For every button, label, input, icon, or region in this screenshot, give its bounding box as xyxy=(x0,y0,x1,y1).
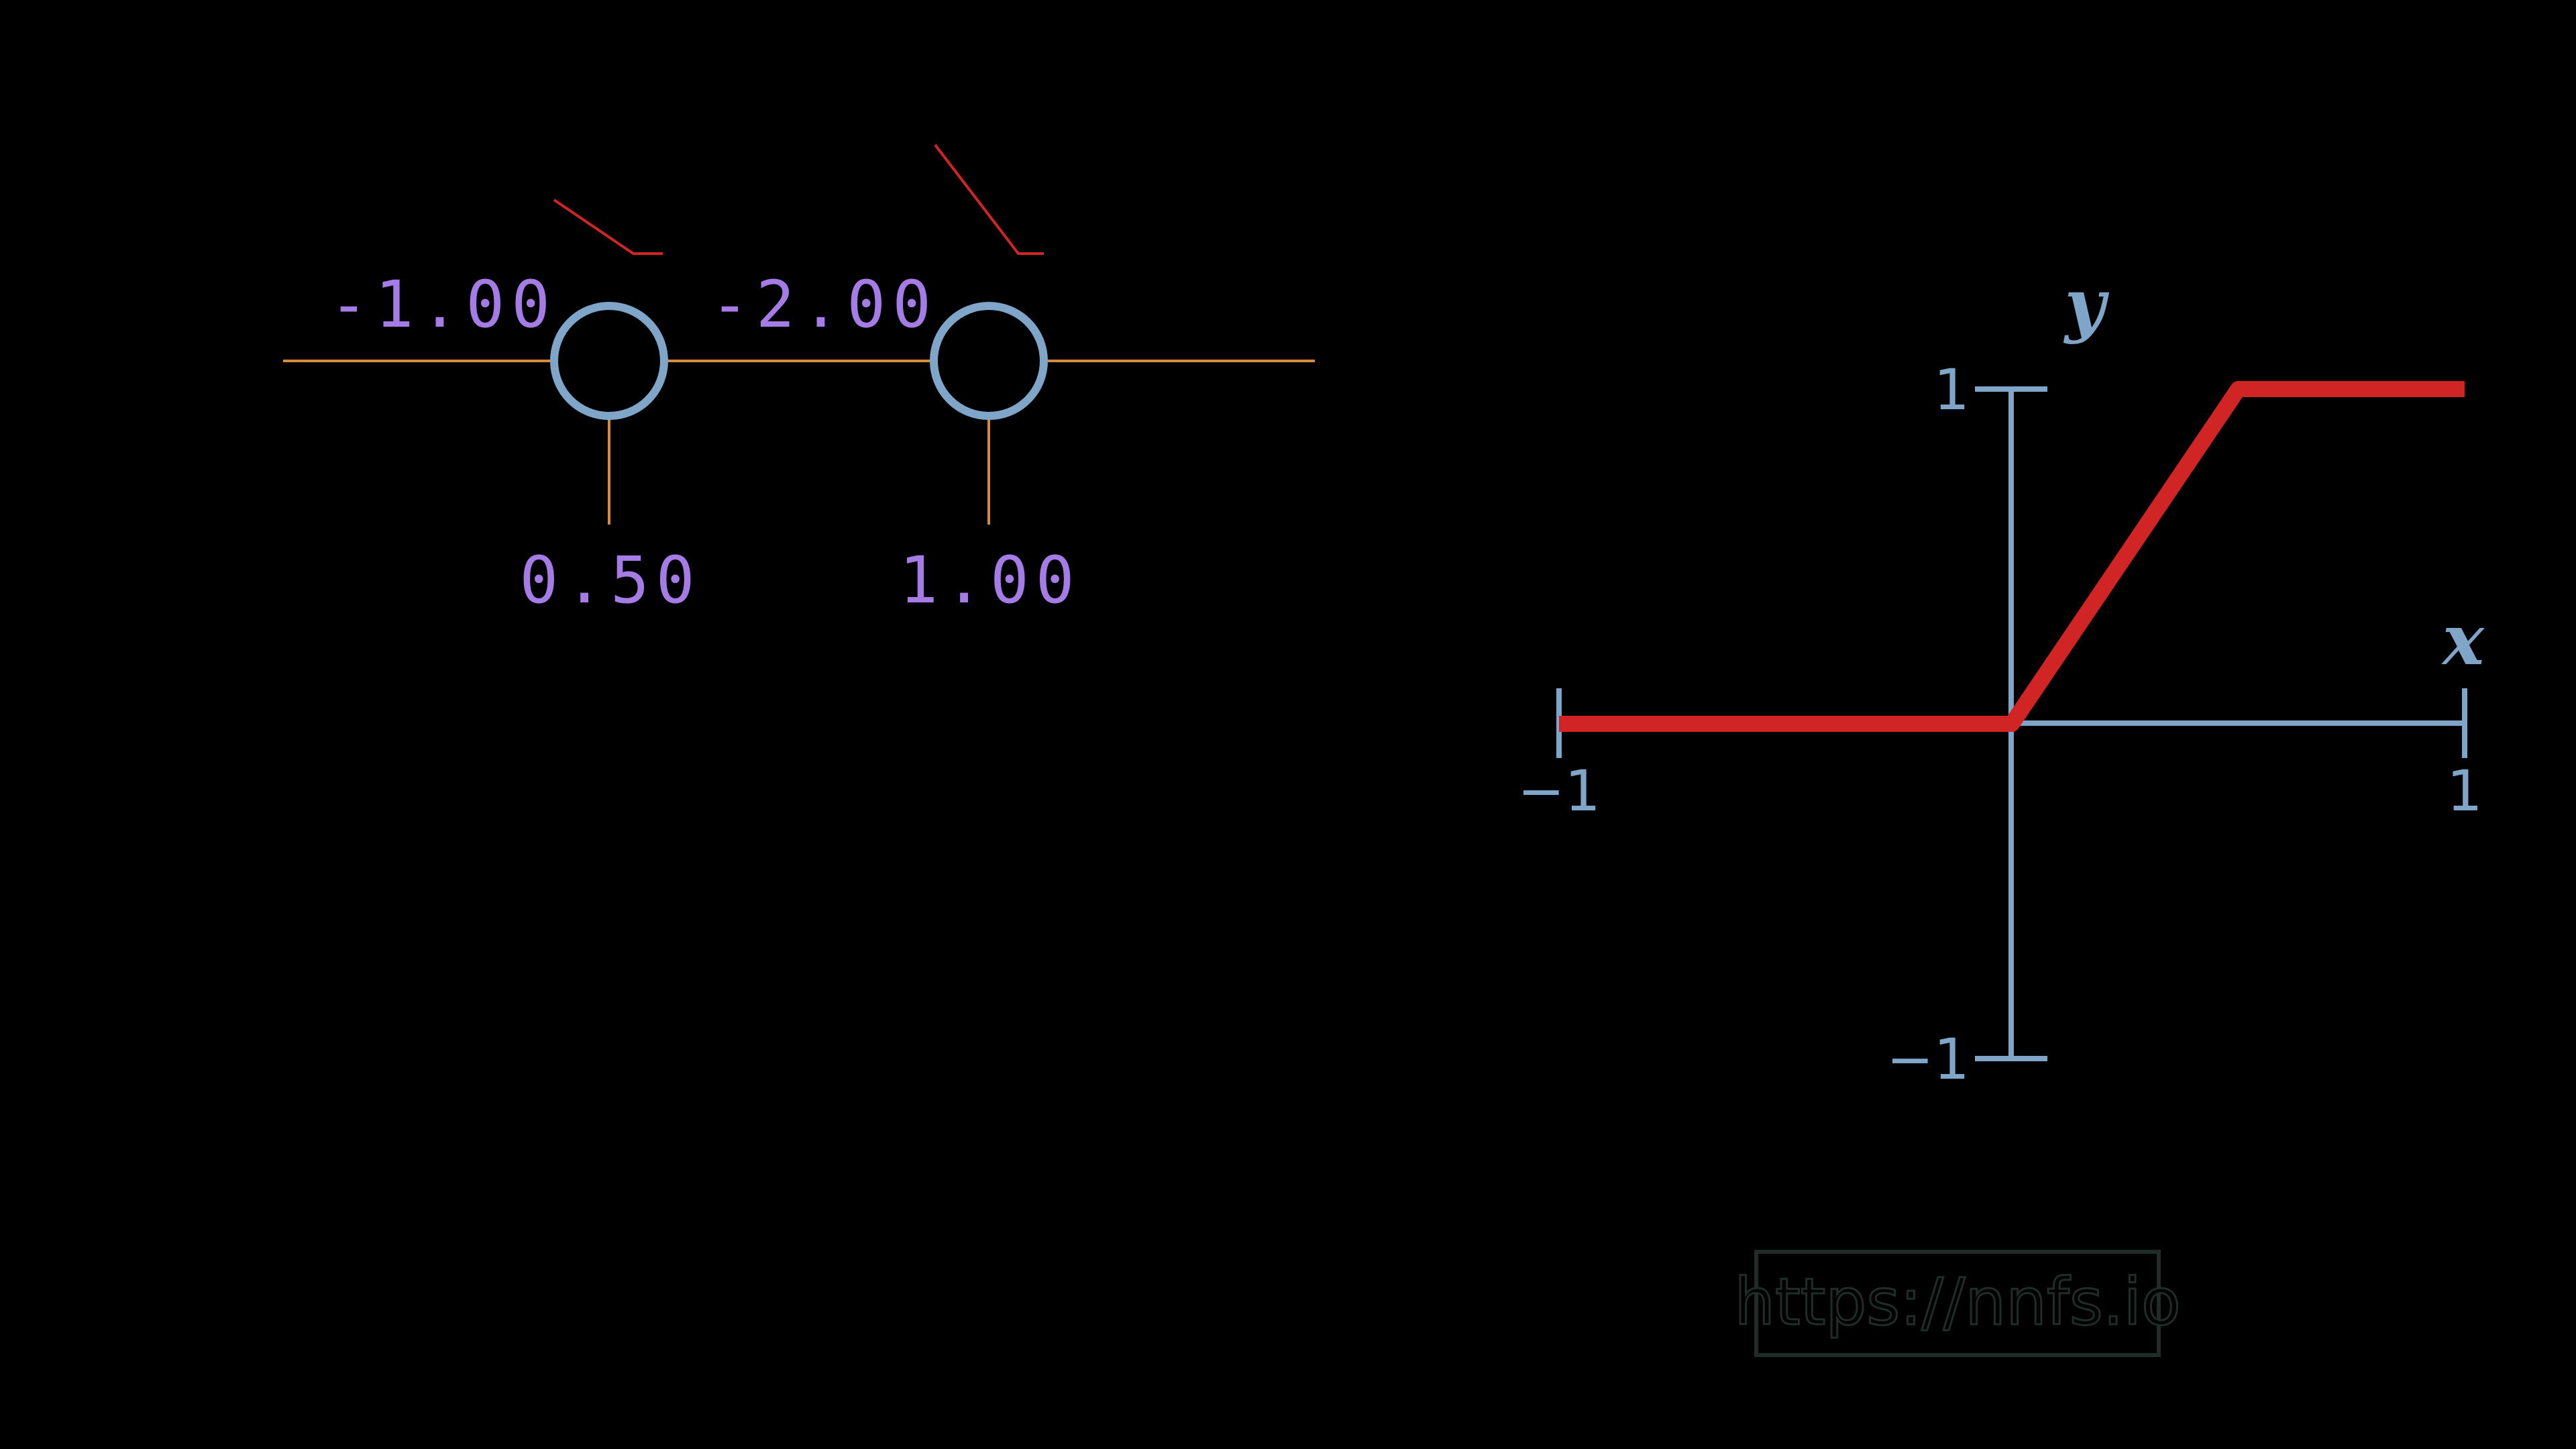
weight-label-1: -1.00 xyxy=(329,267,557,342)
relu-series-line xyxy=(1559,381,2465,732)
y-tick-label-top: 1 xyxy=(1934,357,1970,423)
neuron-2 xyxy=(930,302,1048,420)
watermark-text: https://nnfs.io xyxy=(1734,1265,2181,1340)
x-axis-label: x xyxy=(2441,598,2485,681)
bias-label-1: 0.50 xyxy=(519,543,701,618)
bias-label-2: 1.00 xyxy=(899,543,1081,618)
y-tick-label-bottom: −1 xyxy=(1886,1026,1970,1092)
network-diagram: -1.00 -2.00 0.50 1.00 xyxy=(283,144,1315,618)
neuron-1 xyxy=(550,302,668,420)
pointer-mark-1 xyxy=(553,199,663,255)
watermark-box xyxy=(1754,1250,2161,1357)
x-tick-label-left: −1 xyxy=(1517,758,1601,824)
activation-chart: x y −1 1 1 −1 xyxy=(1517,263,2485,1092)
weight-label-2: -2.00 xyxy=(710,267,938,342)
watermark: https://nnfs.io xyxy=(1733,1250,2182,1357)
pointer-mark-2 xyxy=(934,144,1044,255)
x-tick-label-right: 1 xyxy=(2447,758,2482,824)
y-axis-label: y xyxy=(2063,263,2110,345)
